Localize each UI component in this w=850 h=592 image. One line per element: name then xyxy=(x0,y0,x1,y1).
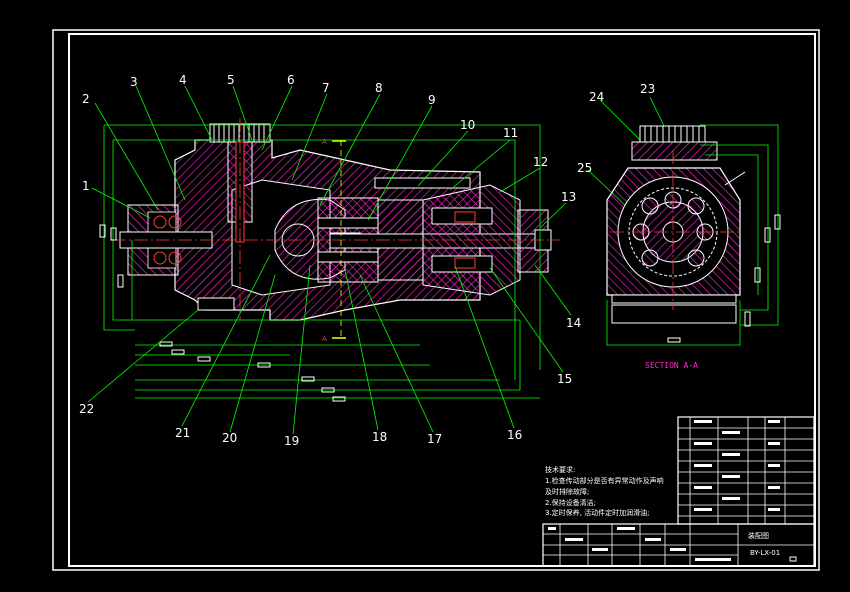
parts-list-table xyxy=(677,416,815,525)
callout-12: 12 xyxy=(533,155,548,169)
drawing-code: BY-LX-01 xyxy=(750,549,780,557)
section-a-a-view: SECTION A-A xyxy=(606,124,781,370)
drawing-title: 装配图 xyxy=(748,531,769,540)
outer-frame xyxy=(52,29,820,571)
dimension-tags xyxy=(99,224,346,402)
callout-13: 13 xyxy=(561,190,576,204)
callout-17: 17 xyxy=(427,432,442,446)
callout-2: 2 xyxy=(82,92,90,106)
callout-18: 18 xyxy=(372,430,387,444)
callout-10: 10 xyxy=(460,118,475,132)
callout-numbers: 1 2 3 4 5 6 7 8 9 10 11 12 13 14 15 16 1… xyxy=(79,73,655,448)
title-block: 装配图 BY-LX-01 xyxy=(542,416,815,567)
section-a-a-label: SECTION A-A xyxy=(645,361,698,370)
callout-1: 1 xyxy=(82,179,90,193)
dimension-lines xyxy=(103,124,541,399)
inner-frame xyxy=(68,33,816,567)
callout-16: 16 xyxy=(507,428,522,442)
callout-9: 9 xyxy=(428,93,436,107)
notes-line-2: 及时排除故障; xyxy=(545,487,589,496)
callout-6: 6 xyxy=(287,73,295,87)
notes-heading: 技术要求: xyxy=(545,465,575,474)
callout-15: 15 xyxy=(557,372,572,386)
callout-8: 8 xyxy=(375,81,383,95)
notes-line-3: 2.保持设备清洁; xyxy=(545,498,596,507)
section-mark-bottom: A xyxy=(322,335,327,343)
callout-14: 14 xyxy=(566,316,581,330)
callout-22: 22 xyxy=(79,402,94,416)
callout-3: 3 xyxy=(130,75,138,89)
callout-24: 24 xyxy=(589,90,604,104)
notes-line-1: 1.检查传动部分是否有异常动作及声响 xyxy=(545,476,664,485)
callout-19: 19 xyxy=(284,434,299,448)
technical-notes: 技术要求: 1.检查传动部分是否有异常动作及声响 及时排除故障; 2.保持设备清… xyxy=(545,465,664,517)
callout-25: 25 xyxy=(577,161,592,175)
callout-20: 20 xyxy=(222,431,237,445)
callout-5: 5 xyxy=(227,73,235,87)
callout-11: 11 xyxy=(503,126,518,140)
main-section-view: A A xyxy=(112,118,560,343)
callout-23: 23 xyxy=(640,82,655,96)
callout-7: 7 xyxy=(322,81,330,95)
callout-21: 21 xyxy=(175,426,190,440)
notes-line-4: 3.定时保养, 活动件定时加润滑油; xyxy=(545,508,650,517)
callout-4: 4 xyxy=(179,73,187,87)
section-mark-top: A xyxy=(322,138,327,146)
